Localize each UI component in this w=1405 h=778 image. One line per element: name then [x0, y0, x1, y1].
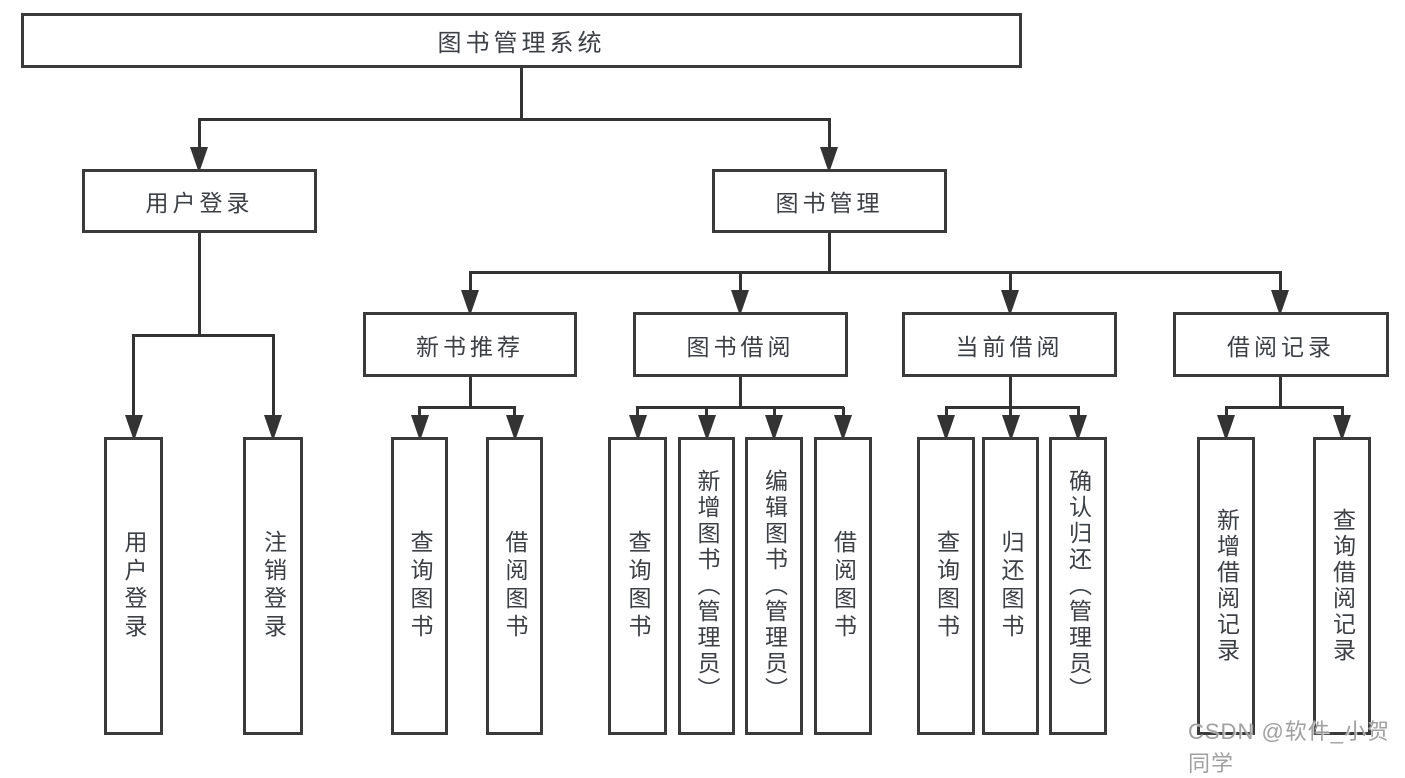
- leaf-edit-books-admin: 编辑图书（管理员）: [745, 437, 803, 735]
- connector-line: [944, 407, 948, 415]
- arrow-down-icon: [1217, 415, 1235, 441]
- arrow-down-icon: [190, 147, 208, 173]
- connector-line: [738, 377, 742, 407]
- arrow-down-icon: [1271, 290, 1289, 316]
- arrow-down-icon: [1069, 415, 1087, 441]
- leaf-confirm-return-admin: 确认归还（管理员）: [1049, 437, 1107, 735]
- connector-line: [520, 68, 523, 119]
- leaf-add-borrow-record: 新增借阅记录: [1197, 437, 1255, 735]
- leaf-query-books-recommend: 查询图书: [391, 437, 448, 735]
- node-new-book-recommend: 新书推荐: [363, 312, 577, 377]
- arrow-down-icon: [410, 415, 429, 441]
- connector-line: [1224, 407, 1228, 415]
- connector-line: [636, 407, 639, 415]
- arrow-down-icon: [834, 415, 852, 441]
- arrow-down-icon: [1333, 415, 1351, 441]
- node-book-borrowing: 图书借阅: [633, 312, 848, 377]
- connector-line: [1224, 405, 1344, 409]
- connector-line: [1009, 407, 1012, 415]
- leaf-add-books-admin: 新增图书（管理员）: [678, 437, 735, 735]
- connector-line: [827, 119, 831, 147]
- connector-line: [418, 407, 421, 415]
- connector-line: [132, 333, 275, 337]
- connector-line: [468, 377, 472, 407]
- connector-line: [513, 407, 516, 415]
- leaf-query-books-borrow: 查询图书: [608, 437, 667, 735]
- connector-line: [944, 405, 1080, 409]
- connector-line: [738, 272, 742, 290]
- connector-line: [636, 405, 844, 409]
- arrow-down-icon: [505, 415, 524, 441]
- arrow-down-icon: [461, 290, 479, 316]
- leaf-query-borrow-record: 查询借阅记录: [1313, 437, 1371, 735]
- connector-line: [772, 407, 776, 415]
- leaf-query-books-current: 查询图书: [917, 437, 975, 735]
- leaf-return-books: 归还图书: [982, 437, 1039, 735]
- node-library-system: 图书管理系统: [21, 13, 1022, 68]
- connector-line: [198, 233, 201, 335]
- connector-line: [197, 119, 201, 147]
- node-borrow-records: 借阅记录: [1173, 312, 1389, 377]
- node-user-login: 用户登录: [82, 169, 317, 233]
- leaf-borrow-books-recommend: 借阅图书: [486, 437, 543, 735]
- arrow-down-icon: [765, 415, 783, 441]
- arrow-down-icon: [1001, 415, 1020, 441]
- connector-line: [841, 407, 845, 415]
- connector-line: [468, 270, 1282, 274]
- arrow-down-icon: [1001, 290, 1019, 316]
- connector-line: [1008, 377, 1012, 407]
- connector-line: [418, 405, 516, 409]
- connector-line: [468, 272, 472, 290]
- arrow-down-icon: [697, 415, 716, 441]
- leaf-borrow-books: 借阅图书: [814, 437, 872, 735]
- connector-line: [197, 117, 831, 121]
- connector-line: [1278, 377, 1282, 407]
- arrow-down-icon: [264, 415, 282, 441]
- node-book-management: 图书管理: [712, 169, 947, 233]
- leaf-user-login: 用户登录: [104, 437, 163, 735]
- connector-line: [828, 233, 831, 272]
- connector-line: [271, 335, 275, 415]
- connector-line: [705, 407, 708, 415]
- arrow-down-icon: [731, 290, 749, 316]
- arrow-down-icon: [937, 415, 955, 441]
- connector-line: [132, 335, 135, 415]
- arrow-down-icon: [820, 147, 838, 173]
- connector-line: [1008, 272, 1012, 290]
- csdn-watermark: CSDN @软件_小贺同学: [1188, 719, 1391, 776]
- connector-line: [1278, 272, 1282, 290]
- arrow-down-icon: [628, 415, 647, 441]
- arrow-down-icon: [124, 415, 143, 441]
- leaf-logout: 注销登录: [243, 437, 303, 735]
- functional-structure-diagram: 图书管理系统 用户登录 图书管理 新书推荐 图书借阅 当前借阅 借阅记录 用户登…: [21, 13, 1390, 776]
- connector-line: [1340, 407, 1344, 415]
- connector-line: [1076, 407, 1080, 415]
- node-current-borrowing: 当前借阅: [902, 312, 1117, 377]
